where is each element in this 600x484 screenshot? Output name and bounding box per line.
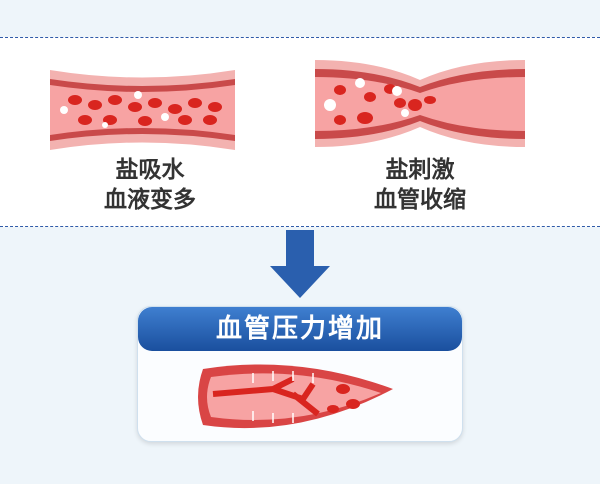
result-title: 血管压力增加: [138, 307, 462, 351]
right-caption-line2: 血管收缩: [374, 187, 466, 213]
left-caption: 盐吸水血液变多: [90, 155, 210, 215]
right-caption: 盐刺激血管收缩: [360, 155, 480, 215]
down-arrow-icon: [270, 230, 330, 298]
right-caption-line1: 盐刺激: [385, 157, 455, 183]
vessel-full-illustration: [50, 70, 235, 150]
left-caption-line2: 血液变多: [104, 187, 196, 213]
pressurized-vessel-illustration: [198, 364, 393, 429]
vessel-constricted-illustration: [315, 60, 525, 147]
left-caption-line1: 盐吸水: [115, 157, 185, 183]
result-card: 血管压力增加: [137, 306, 463, 442]
